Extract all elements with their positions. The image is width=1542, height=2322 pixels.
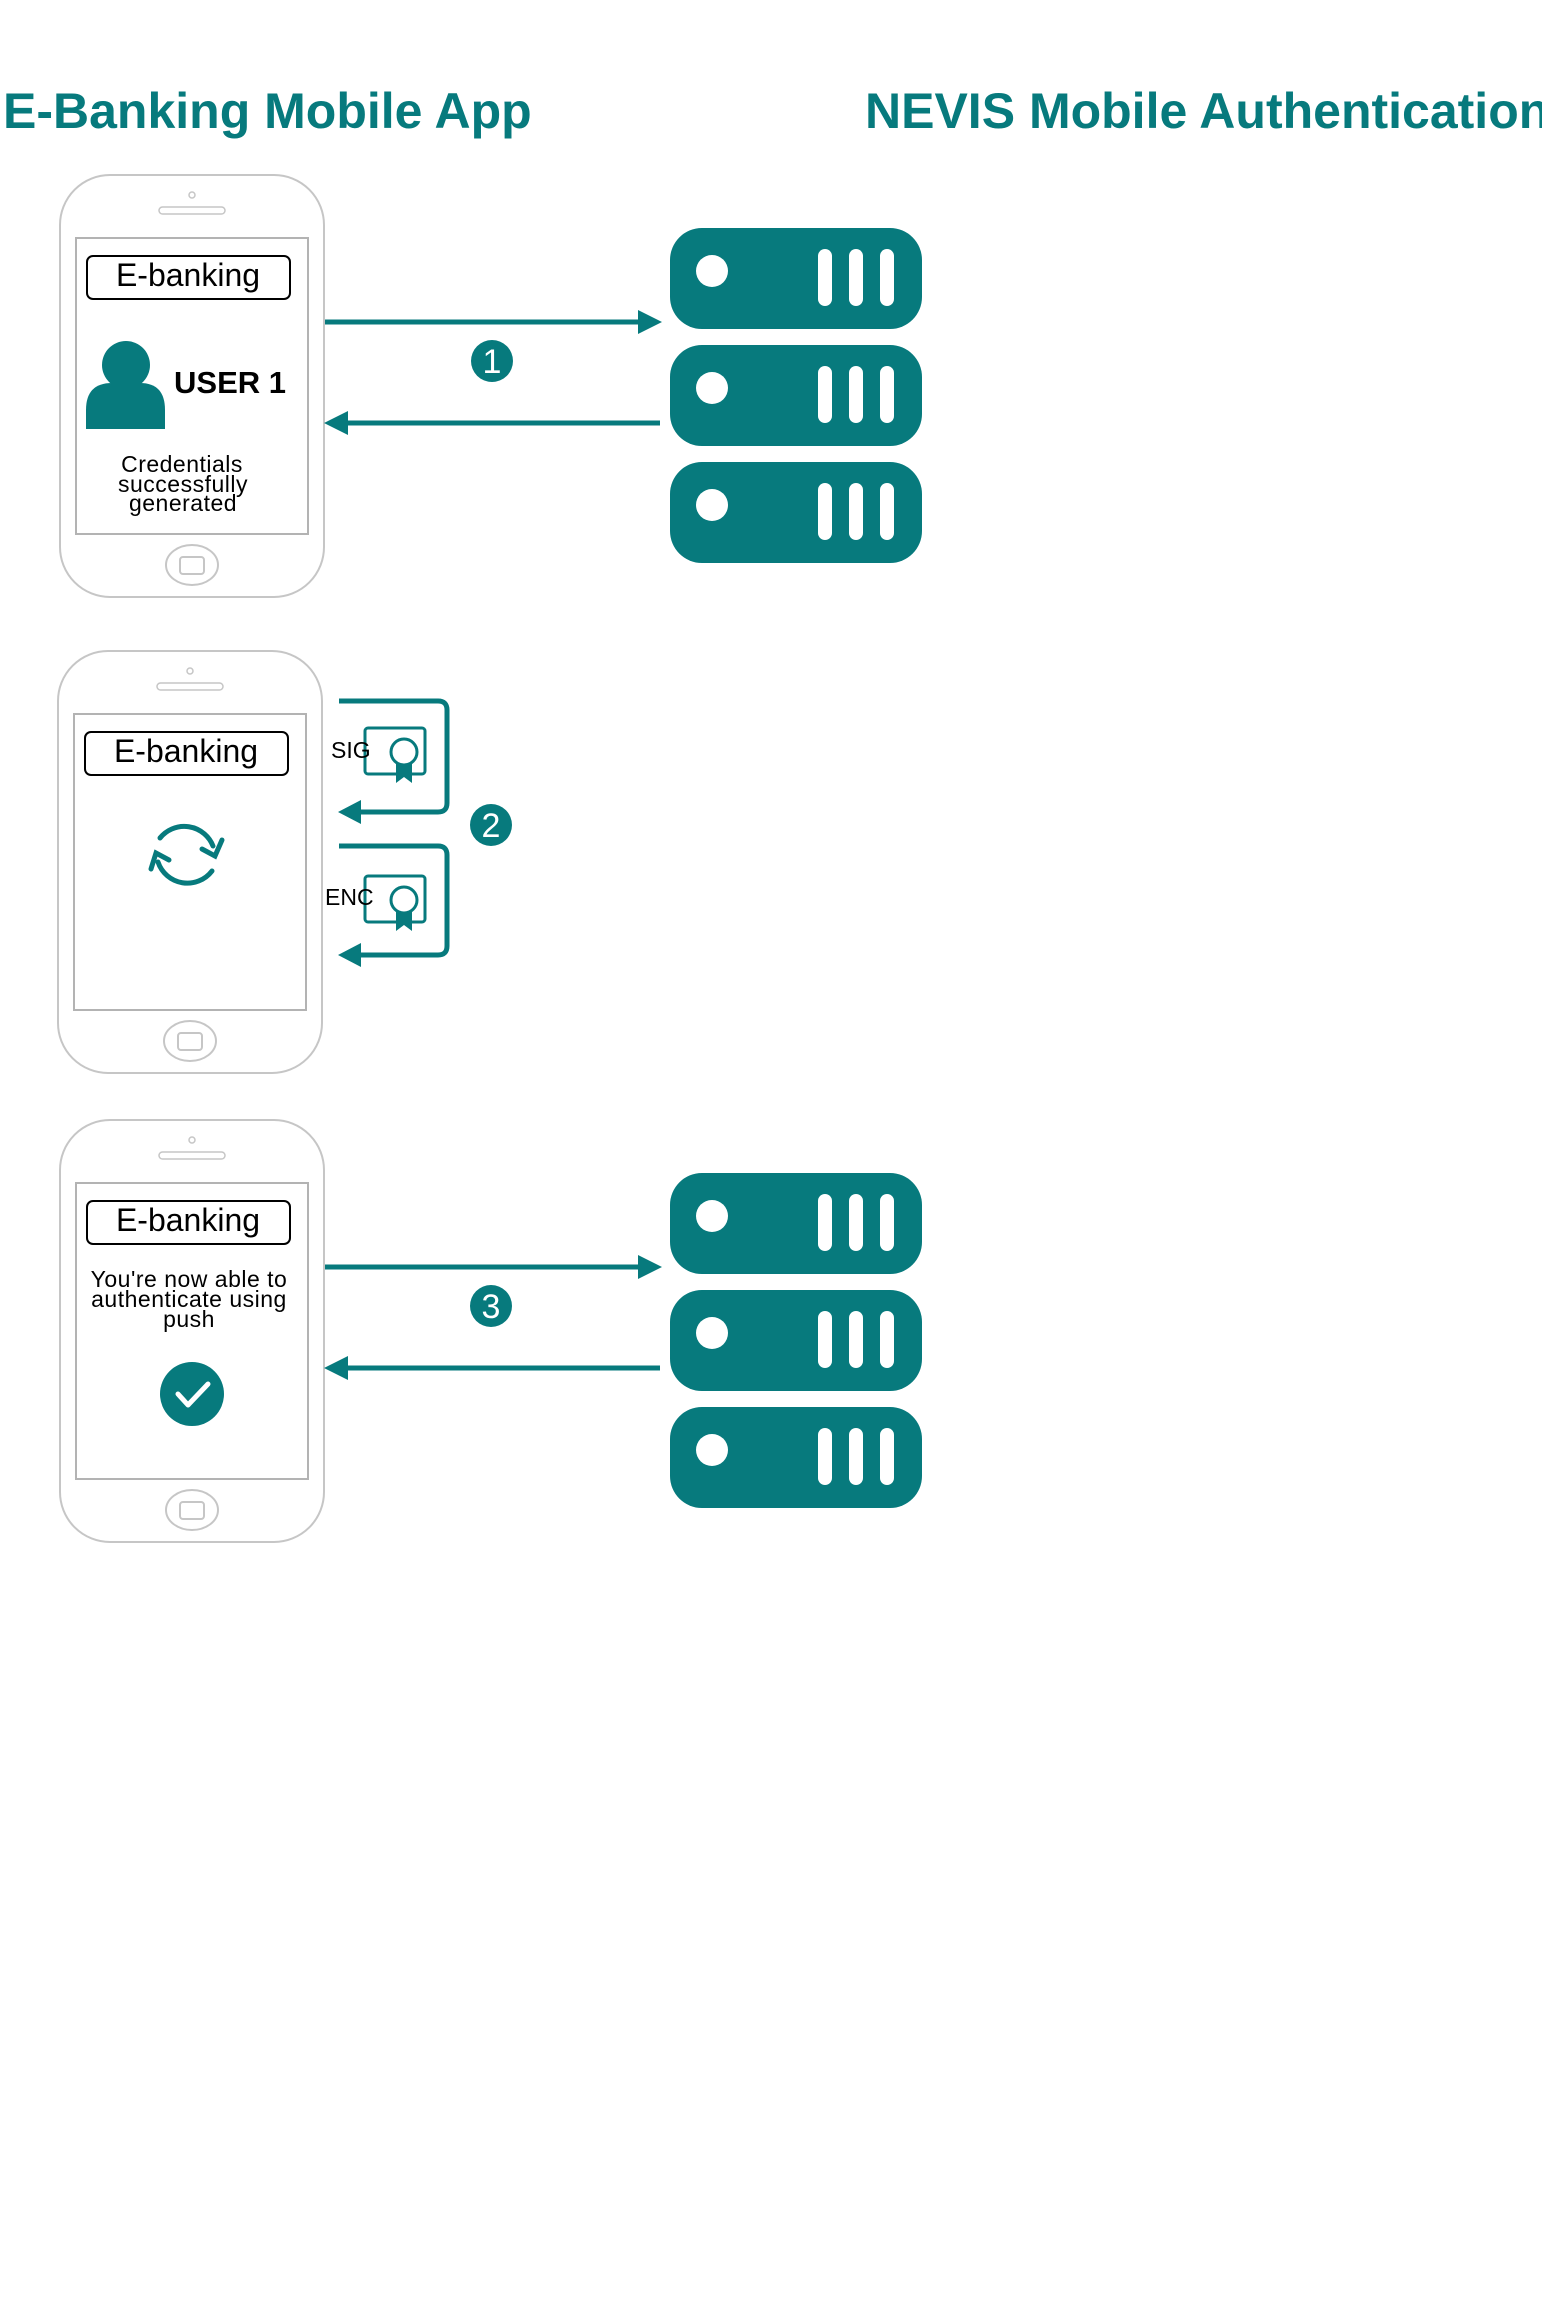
arrow-request-3 (325, 1255, 662, 1279)
step-badge-1: 1 (471, 340, 513, 382)
server-stack-icon (670, 228, 922, 563)
certificate-icon (363, 726, 427, 785)
step-badge-3: 3 (470, 1285, 512, 1327)
app-title-box (84, 731, 289, 776)
message-line: authenticate using (91, 1286, 287, 1312)
message-line: generated (129, 490, 237, 516)
app-title-box (86, 1200, 291, 1245)
message-line: Credentials (121, 451, 243, 477)
phone-step-2: E-banking (57, 650, 323, 1074)
step-badge-2: 2 (470, 804, 512, 846)
message-line: successfully (118, 471, 248, 497)
certificate-label: SIG (331, 737, 371, 763)
user-label: USER 1 (174, 365, 286, 400)
app-title: E-banking (116, 257, 260, 293)
certificate-loop-sig: SIG (331, 698, 450, 824)
step-number: 3 (482, 1288, 501, 1326)
arrow-response-1 (324, 411, 660, 435)
phone-step-3: E-banking You're now able to authenticat… (59, 1119, 325, 1543)
step-number: 2 (482, 807, 501, 845)
left-title: E-Banking Mobile App (3, 83, 532, 139)
arrow-request-1 (325, 310, 662, 334)
server-stack-icon (670, 1173, 922, 1508)
certificate-loop-enc: ENC (325, 843, 450, 967)
certificate-icon (363, 874, 427, 933)
message-line: You're now able to (91, 1266, 288, 1292)
phone-step-1: E-banking USER 1 Credentials successfull… (59, 174, 325, 598)
certificate-label: ENC (325, 884, 374, 910)
arrow-response-3 (324, 1356, 660, 1380)
right-title: NEVIS Mobile Authentication (865, 83, 1542, 139)
user-icon (86, 341, 165, 429)
app-title: E-banking (114, 733, 258, 769)
app-title-box (86, 255, 291, 300)
refresh-icon (148, 823, 225, 886)
step-number: 1 (483, 343, 502, 381)
check-circle-icon (160, 1362, 224, 1426)
app-title: E-banking (116, 1202, 260, 1238)
message-line: push (163, 1306, 215, 1332)
